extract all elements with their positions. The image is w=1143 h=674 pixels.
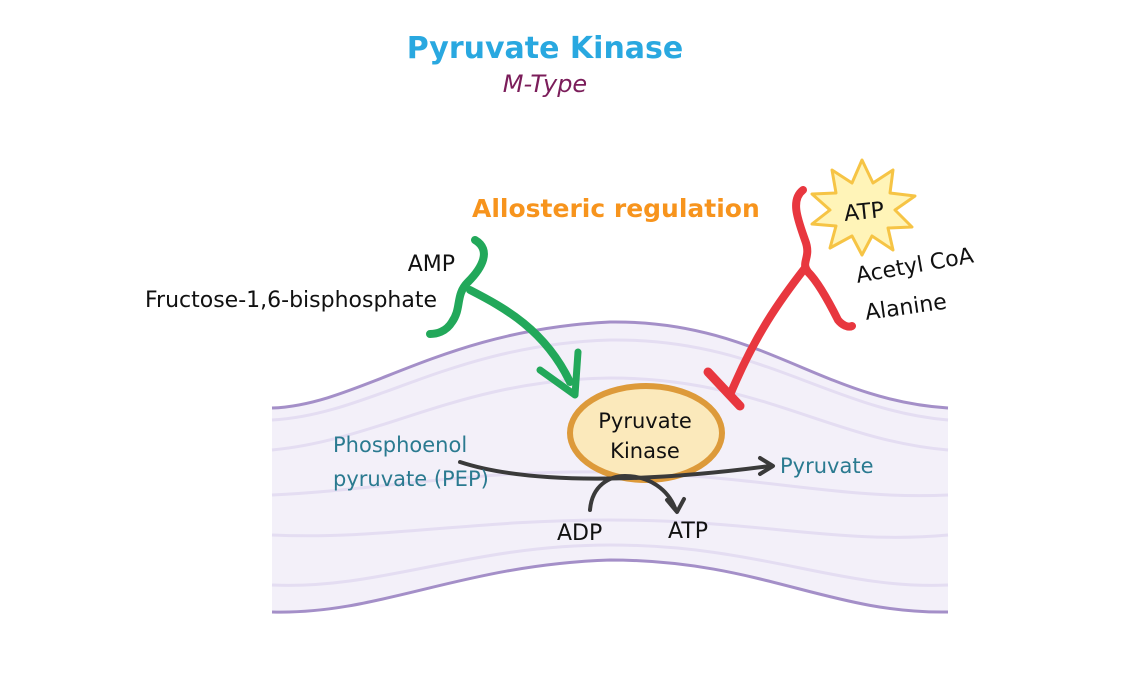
activation-arrow [426,236,582,399]
activator-fructose-bisphosphate: Fructose-1,6-bisphosphate [145,288,437,313]
atp-inhibitor-star: ATP [810,158,917,257]
product-pyruvate: Pyruvate [780,454,874,478]
muscle-fiber-line [271,543,949,587]
enzyme-label-line1: Pyruvate [598,409,692,433]
inhibitor-alanine: Alanine [863,290,948,326]
inhibitor-acetyl-coa: Acetyl CoA [854,244,975,289]
inhibition-arrow [703,186,856,411]
cofactor-arrowhead [665,497,686,514]
substrate-pep-line1: Phosphoenol [333,433,467,457]
enzyme-pyruvate-kinase: Pyruvate Kinase [567,383,725,483]
activator-brace [426,236,488,338]
activation-arrow-shaft [466,286,574,386]
reaction-arrow-shaft [458,460,772,481]
cofactor-atp: ATP [668,519,708,544]
inhibitor-atp: ATP [843,198,885,227]
muscle-fiber-line [271,518,949,539]
reaction-arrowhead [758,456,775,476]
muscle-bottom-edge [271,558,949,614]
muscle-top-edge [271,320,949,410]
activation-arrowhead [536,348,582,399]
cofactor-adp: ADP [557,521,602,546]
regulation-heading: Allosteric regulation [472,194,760,223]
inhibition-bar [703,367,745,411]
page-subtitle: M-Type [503,70,587,98]
muscle-fiber-line [271,338,949,422]
reaction-arrow [458,456,775,514]
inhibition-shaft [726,264,809,399]
substrate-pep-line2: pyruvate (PEP) [333,467,489,491]
enzyme-ellipse [567,383,725,483]
muscle-fiber-line [271,376,949,452]
page-title: Pyruvate Kinase [407,31,684,66]
starburst-icon [810,158,917,257]
inhibitor-brace [792,186,856,331]
enzyme-label-line2: Kinase [610,439,680,463]
activator-amp: AMP [408,252,455,277]
cofactor-arrow [588,473,677,512]
